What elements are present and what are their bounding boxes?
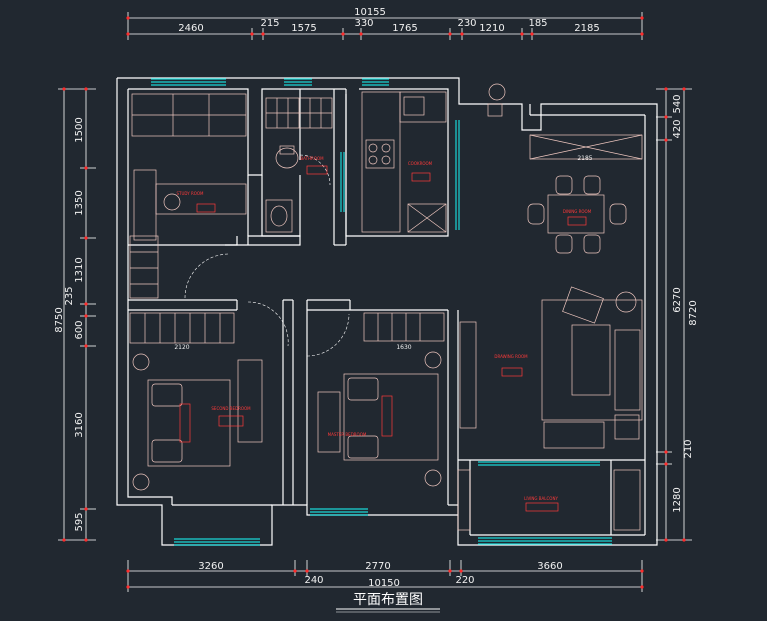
dim-top-seg-3: 1575 xyxy=(291,23,316,34)
dim-bottom-total: 10150 xyxy=(368,578,400,589)
top-dimensions xyxy=(127,12,643,40)
dim-top-seg-2: 215 xyxy=(260,18,279,29)
room-tag-boxes xyxy=(179,165,587,512)
room-label-study: STUDY ROOM xyxy=(176,191,204,196)
dim-top-seg-1: 2460 xyxy=(178,23,203,34)
dim-inner-dining: 2185 xyxy=(577,155,592,162)
dim-bottom-seg-5: 3660 xyxy=(537,561,562,572)
door-swings xyxy=(184,154,350,357)
dim-right-seg-3: 6270 xyxy=(672,287,683,312)
room-label-cookroom: COOKROOM xyxy=(408,161,433,166)
dim-right-seg-2: 420 xyxy=(672,119,683,138)
dim-right-seg-1: 540 xyxy=(672,94,683,113)
windows xyxy=(151,78,612,546)
bottom-dimensions xyxy=(127,560,643,592)
dim-top-seg-8: 185 xyxy=(528,18,547,29)
dim-top-seg-4: 330 xyxy=(354,18,373,29)
room-label-dining: DINING ROOM xyxy=(563,209,592,214)
dim-left-seg-1: 1500 xyxy=(74,117,85,142)
dim-right-seg-5: 1280 xyxy=(672,487,683,512)
dim-top-seg-9: 2185 xyxy=(574,23,599,34)
dim-inner-bed1: 2120 xyxy=(174,344,189,351)
room-label-bathroom: BATHROOM xyxy=(300,156,324,161)
dim-top-seg-5: 1765 xyxy=(392,23,417,34)
dim-bottom-seg-2: 240 xyxy=(304,575,323,586)
dim-top-total: 10155 xyxy=(354,7,386,18)
dim-left-seg-5: 600 xyxy=(74,320,85,339)
room-label-second-bedroom: SECOND BEDROOM xyxy=(211,406,251,411)
left-dimension-ticks xyxy=(62,87,88,542)
dim-left-total: 8750 xyxy=(54,307,65,332)
dim-right-total: 8720 xyxy=(688,300,699,325)
walls xyxy=(116,77,658,546)
room-labels: STUDY ROOM BATHROOM COOKROOM DINING ROOM… xyxy=(176,156,591,501)
dim-top-seg-6: 230 xyxy=(457,18,476,29)
room-label-master-bedroom: MASTER BEDROOM xyxy=(328,432,367,437)
bottom-dimension-ticks xyxy=(126,569,644,589)
right-dimension-ticks xyxy=(664,87,686,542)
dim-top-seg-7: 1210 xyxy=(479,23,504,34)
dim-left-seg-3: 1310 xyxy=(74,257,85,282)
dim-bottom-seg-3: 2770 xyxy=(365,561,390,572)
right-dimensions xyxy=(656,88,692,541)
dim-left-seg-6: 3160 xyxy=(74,412,85,437)
room-label-living: DRAWING ROOM xyxy=(494,354,528,359)
dim-right-seg-4: 210 xyxy=(683,439,694,458)
dim-bottom-seg-1: 3260 xyxy=(198,561,223,572)
dim-left-seg-7: 595 xyxy=(74,512,85,531)
room-label-balcony: LIVING BALCONY xyxy=(524,496,558,501)
dim-left-seg-4: 235 xyxy=(64,286,75,305)
dim-inner-bed2: 1630 xyxy=(396,344,411,351)
drawing-title: 平面布置图 xyxy=(353,592,423,608)
dim-bottom-seg-4: 220 xyxy=(455,575,474,586)
furniture xyxy=(129,83,643,531)
dim-left-seg-2: 1350 xyxy=(74,190,85,215)
top-dimension-ticks xyxy=(126,16,644,36)
